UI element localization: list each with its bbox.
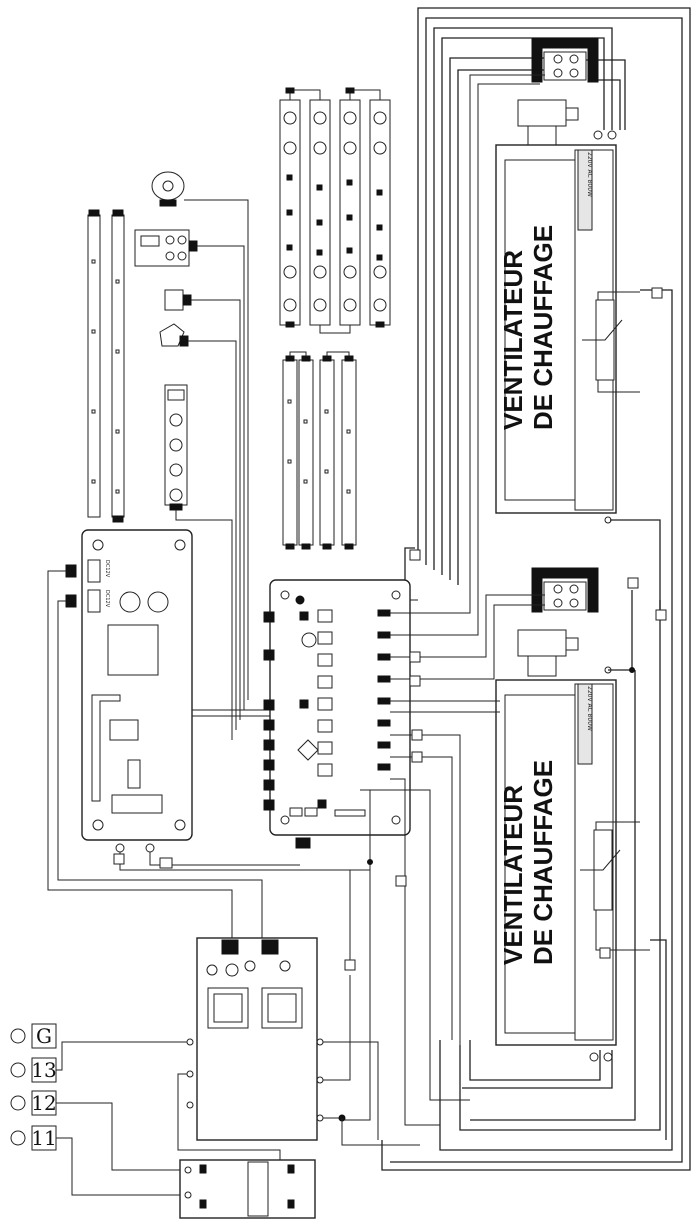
- led-strips-top: [279, 87, 391, 334]
- fan-bottom-title-1: VENTILATEUR: [498, 785, 528, 965]
- main-control-board: [263, 74, 545, 1126]
- fan-bottom-title-2: DE CHAUFFAGE: [528, 760, 558, 965]
- heater-fan-top: 220V AC 800W VENTILATEUR DE CHAUFFAGE: [495, 37, 640, 524]
- terminal-11: 11: [31, 1126, 56, 1150]
- power-board: DC12V DC12V: [47, 529, 370, 945]
- dc-label-1: DC12V: [104, 560, 110, 578]
- relay-board: [52, 870, 420, 1178]
- bottom-relay: [56, 1102, 316, 1219]
- led-strips-left: [87, 209, 125, 523]
- terminal-12: 12: [31, 1091, 56, 1115]
- dc-label-2: DC12V: [104, 590, 110, 608]
- fan-top-title-2: DE CHAUFFAGE: [528, 225, 558, 430]
- fan-top-title-1: VENTILATEUR: [498, 250, 528, 430]
- wire-tags: [113, 287, 667, 971]
- fan-bottom-rating: 220V AC 800W: [586, 686, 593, 731]
- terminal-block: G 13 12 11: [10, 1023, 57, 1151]
- fan-top-rating: 220V AC 800W: [586, 152, 593, 197]
- heater-fan-bottom: 220V AC 800W VENTILATEUR DE CHAUFFAGE: [495, 567, 650, 1062]
- small-components: [134, 171, 249, 740]
- led-strips-middle: [282, 351, 357, 550]
- terminal-g: G: [36, 1024, 52, 1048]
- terminal-13: 13: [31, 1058, 56, 1082]
